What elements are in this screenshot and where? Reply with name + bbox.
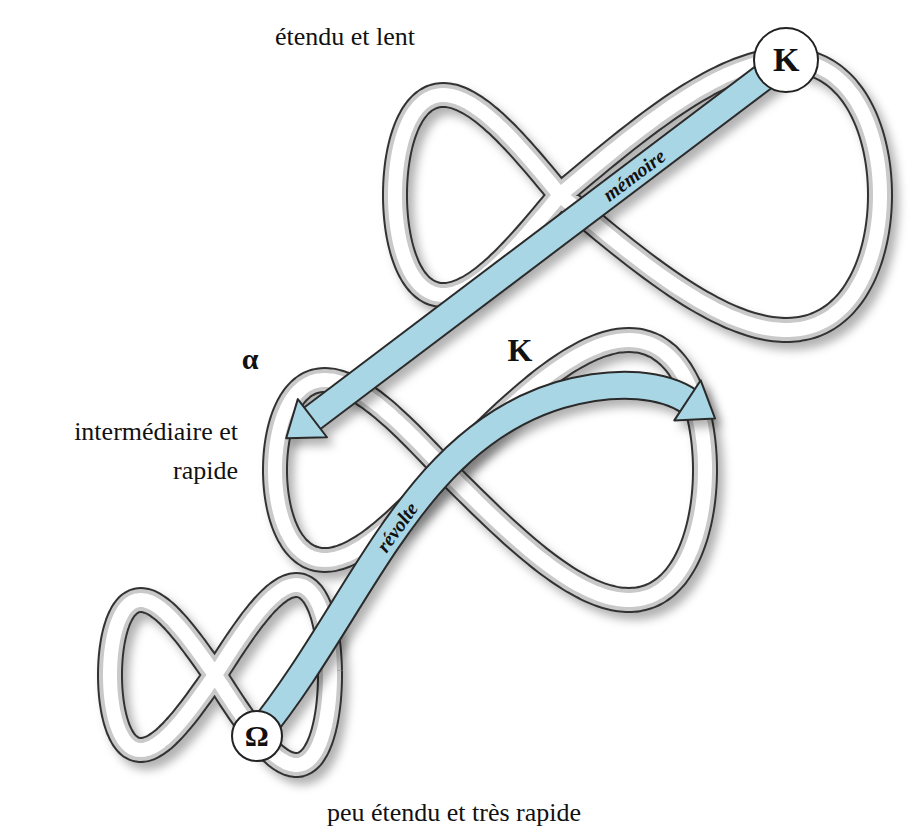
arrow-group bbox=[257, 60, 787, 736]
arrow-band bbox=[310, 60, 786, 420]
state-circle: Ω bbox=[231, 710, 283, 762]
arrow-outline bbox=[310, 60, 786, 420]
arrow-head bbox=[286, 399, 327, 438]
phase-symbol: K bbox=[508, 326, 533, 374]
state-circle: K bbox=[753, 27, 819, 93]
flow-arrow bbox=[286, 60, 786, 438]
arrow-label: mémoire bbox=[596, 143, 672, 208]
flow-arrow bbox=[257, 380, 715, 735]
scale-label: étendu et lent bbox=[275, 17, 415, 56]
state-letter: K bbox=[773, 43, 799, 77]
scale-label: peu étendu et très rapide bbox=[327, 793, 581, 832]
ribbon-group bbox=[110, 60, 880, 765]
arrow-band bbox=[257, 385, 690, 736]
scale-label: intermédiaire et rapide bbox=[33, 412, 238, 490]
arrow-outline bbox=[257, 385, 690, 736]
state-letter: Ω bbox=[245, 721, 269, 751]
phase-symbol: α bbox=[242, 336, 259, 381]
arrow-label: révolte bbox=[370, 495, 424, 558]
arrow-head bbox=[674, 380, 715, 420]
